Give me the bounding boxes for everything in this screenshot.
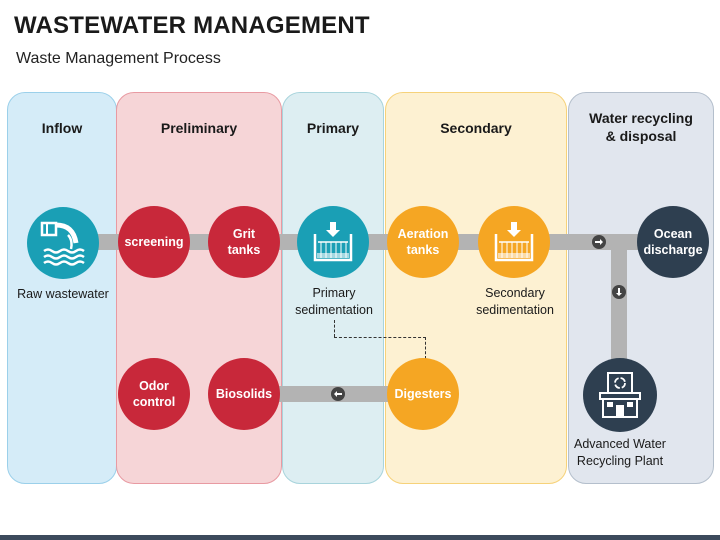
stage-label-primary: Primary (306, 120, 360, 136)
arrow-down-icon (612, 285, 626, 299)
primary-sedimentation-node (297, 206, 369, 278)
page-subtitle: Waste Management Process (16, 50, 221, 67)
digester-feed-dash (425, 337, 426, 359)
advanced-plant-caption: Advanced Water Recycling Plant (574, 437, 666, 468)
ocean-discharge-node: Ocean discharge (637, 206, 709, 278)
sedimentation-tank-icon (313, 222, 353, 262)
sludge-connector-dash (334, 337, 426, 338)
stage-inflow: Inflow (7, 92, 117, 484)
stage-primary: Primary (282, 92, 384, 484)
recycling-building-icon (599, 372, 641, 418)
advanced-plant-node (583, 358, 657, 432)
primary-sludge-dash (334, 320, 335, 337)
aeration-tanks-node: Aeration tanks (387, 206, 459, 278)
grit-tanks-node: Grit tanks (208, 206, 280, 278)
secondary-sedimentation-node (478, 206, 550, 278)
stage-label-secondary: Secondary (440, 120, 512, 136)
secondary-sedimentation-caption: Secondary sedimentation (476, 286, 554, 317)
biosolids-node: Biosolids (208, 358, 280, 430)
inflow-node (27, 207, 99, 279)
recycling-drop-pipe (611, 242, 627, 392)
arrow-left-icon (331, 387, 345, 401)
sedimentation-tank-icon (494, 222, 534, 262)
stage-label-recycling: Water recycling & disposal (589, 110, 693, 144)
footer-bar (0, 535, 720, 540)
raw-wastewater-caption: Raw wastewater (17, 287, 109, 301)
page-title: WASTEWATER MANAGEMENT (14, 12, 370, 39)
primary-sedimentation-caption: Primary sedimentation (295, 286, 373, 317)
screening-node: screening (118, 206, 190, 278)
stage-label-preliminary: Preliminary (160, 120, 238, 136)
odor-control-node: Odor control (118, 358, 190, 430)
pipe-outflow-icon (40, 221, 85, 266)
stage-label-inflow: Inflow (41, 120, 83, 136)
digesters-node: Digesters (387, 358, 459, 430)
arrow-right-icon (592, 235, 606, 249)
